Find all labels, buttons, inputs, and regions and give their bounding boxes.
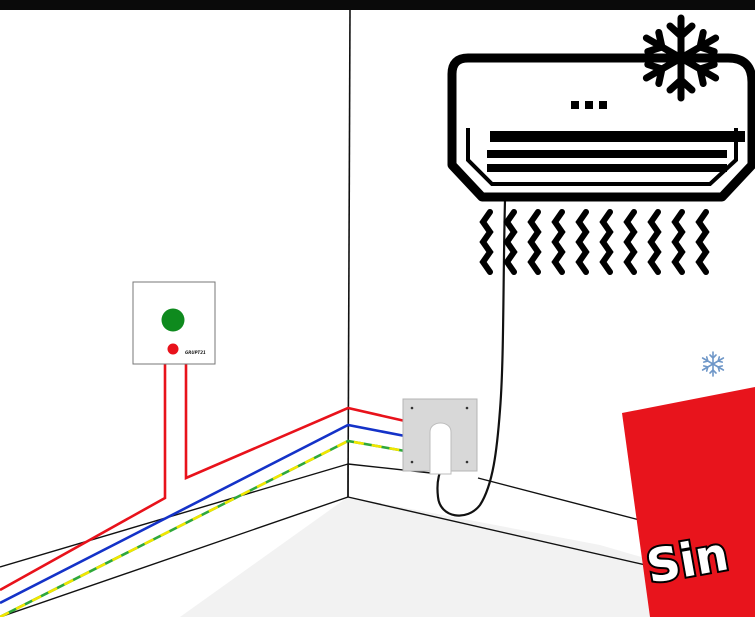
- ac-display-dots: [571, 101, 607, 109]
- thermostat[interactable]: GRUPT21: [132, 281, 216, 365]
- air-conditioner: [447, 53, 755, 202]
- ac-vent-slot-upper: [487, 150, 727, 158]
- small-snowflake-icon: [700, 351, 726, 377]
- promo-banner[interactable]: Sin: [622, 387, 755, 617]
- live-wire-left: [0, 360, 167, 592]
- air-waves-icon: [479, 209, 710, 275]
- live-wire-right: [184, 360, 406, 480]
- ac-power-cable: [436, 199, 507, 517]
- banner-shape: [622, 387, 755, 617]
- red-led: [167, 343, 179, 355]
- neutral-wire: [0, 423, 406, 605]
- ac-vent-slot-lower: [487, 164, 727, 172]
- plug: [429, 422, 452, 475]
- green-led: [161, 308, 185, 332]
- earth-wire-yellow: [0, 439, 406, 617]
- top-band: [0, 0, 755, 10]
- wires-left: [0, 360, 406, 617]
- ac-inner-outline: [466, 128, 738, 186]
- thermostat-brand-label: GRUPT21: [185, 350, 206, 355]
- wall-socket[interactable]: [402, 398, 478, 475]
- ac-body-outline: [447, 53, 755, 202]
- floor: [180, 497, 755, 617]
- ac-vent-bar: [490, 131, 745, 142]
- wall-corner-line: [347, 9, 351, 498]
- banner-text: Sin: [643, 526, 733, 593]
- snowflake-icon: [641, 14, 721, 98]
